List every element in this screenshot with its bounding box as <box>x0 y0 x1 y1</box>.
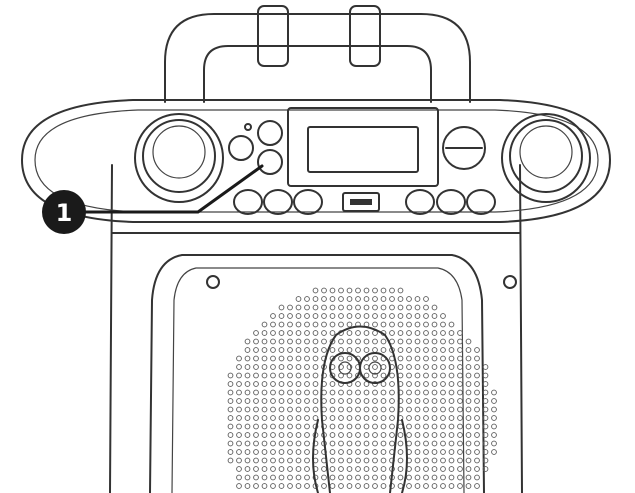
screw-left <box>206 275 220 289</box>
bottom-button-5[interactable] <box>436 189 466 215</box>
bottom-button-6[interactable] <box>466 189 496 215</box>
carry-handle <box>164 5 471 103</box>
control-panel <box>21 99 611 223</box>
bottom-button-4[interactable] <box>405 189 435 215</box>
screw-right <box>503 275 517 289</box>
speaker-grille <box>227 287 497 489</box>
callout-leader-line <box>68 164 264 214</box>
bottom-button-3[interactable] <box>293 189 323 215</box>
callout-1: 1 <box>42 164 264 234</box>
callout-badge <box>42 190 86 234</box>
small-button-top[interactable] <box>257 120 283 146</box>
small-button-left[interactable] <box>228 135 254 161</box>
indicator-light <box>244 123 252 131</box>
callout-number: 1 <box>56 199 73 227</box>
bottom-button-2[interactable] <box>263 189 293 215</box>
volume-knob-right[interactable] <box>501 113 591 203</box>
function-button[interactable] <box>257 149 283 175</box>
owl-light-outline <box>312 325 408 493</box>
lcd-display <box>287 107 439 187</box>
speaker-body <box>109 164 523 493</box>
mode-dial[interactable] <box>442 126 486 170</box>
volume-knob-left[interactable] <box>134 113 224 203</box>
bottom-button-1[interactable] <box>233 189 263 215</box>
usb-port[interactable] <box>342 192 380 212</box>
